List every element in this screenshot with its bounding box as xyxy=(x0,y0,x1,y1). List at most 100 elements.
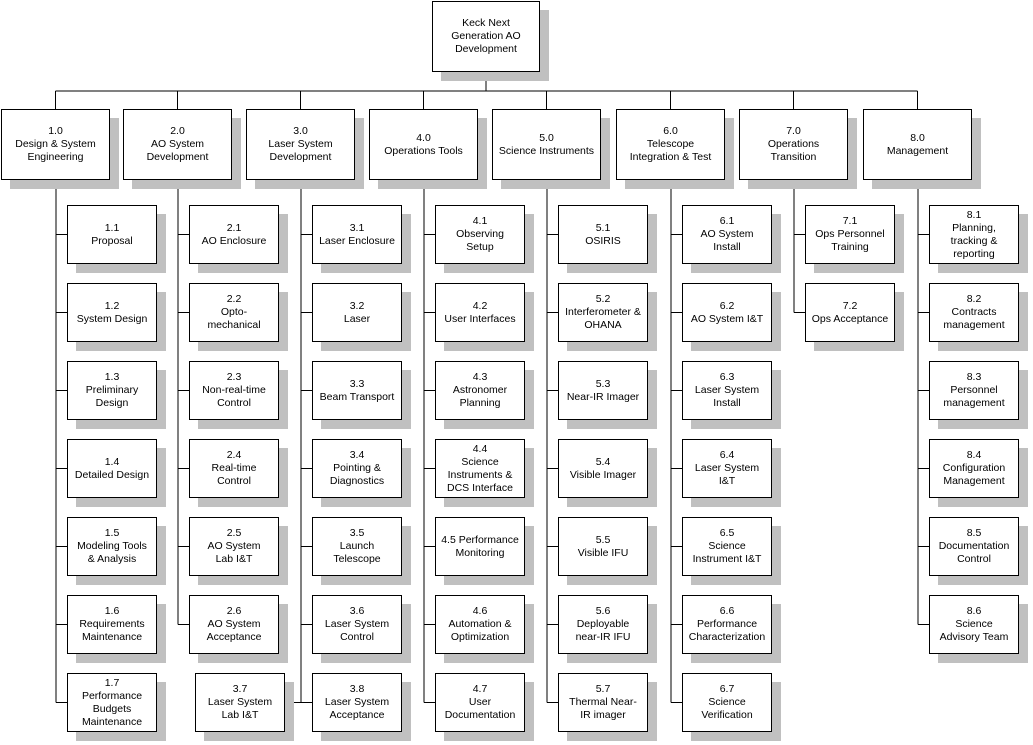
wbs-item-2-4-label: 2.4 Real-time Control xyxy=(189,439,279,498)
wbs-item-4-7-label: 4.7 User Documentation xyxy=(435,673,525,732)
wbs-category-3-label: 3.0 Laser System Development xyxy=(246,109,355,180)
wbs-category-4-label: 4.0 Operations Tools xyxy=(369,109,478,180)
wbs-item-8-5-label: 8.5 Documentation Control xyxy=(929,517,1019,576)
wbs-item-2-6: 2.6 AO System Acceptance xyxy=(189,595,288,663)
wbs-category-3: 3.0 Laser System Development xyxy=(246,109,364,189)
wbs-item-3-1: 3.1 Laser Enclosure xyxy=(312,205,411,273)
wbs-category-8: 8.0 Management xyxy=(863,109,981,189)
wbs-item-4-7: 4.7 User Documentation xyxy=(435,673,534,741)
wbs-item-7-1-label: 7.1 Ops Personnel Training xyxy=(805,205,895,264)
wbs-item-1-3: 1.3 Preliminary Design xyxy=(67,361,166,429)
wbs-item-4-6: 4.6 Automation & Optimization xyxy=(435,595,534,663)
wbs-item-6-6: 6.6 Performance Characterization xyxy=(682,595,781,663)
wbs-item-3-6-label: 3.6 Laser System Control xyxy=(312,595,402,654)
wbs-item-1-7-label: 1.7 Performance Budgets Maintenance xyxy=(67,673,157,732)
wbs-item-5-4: 5.4 Visible Imager xyxy=(558,439,657,507)
wbs-item-4-2: 4.2 User Interfaces xyxy=(435,283,534,351)
wbs-item-1-3-label: 1.3 Preliminary Design xyxy=(67,361,157,420)
wbs-item-3-4-label: 3.4 Pointing & Diagnostics xyxy=(312,439,402,498)
wbs-item-4-3-label: 4.3 Astronomer Planning xyxy=(435,361,525,420)
wbs-item-4-1-label: 4.1 Observing Setup xyxy=(435,205,525,264)
wbs-category-5-label: 5.0 Science Instruments xyxy=(492,109,601,180)
wbs-item-2-2: 2.2 Opto- mechanical xyxy=(189,283,288,351)
wbs-category-5: 5.0 Science Instruments xyxy=(492,109,610,189)
wbs-category-4: 4.0 Operations Tools xyxy=(369,109,487,189)
wbs-item-3-5: 3.5 Launch Telescope xyxy=(312,517,411,585)
wbs-item-1-2: 1.2 System Design xyxy=(67,283,166,351)
wbs-item-3-2-label: 3.2 Laser xyxy=(312,283,402,342)
wbs-item-7-2: 7.2 Ops Acceptance xyxy=(805,283,904,351)
wbs-item-1-4: 1.4 Detailed Design xyxy=(67,439,166,507)
wbs-item-5-3: 5.3 Near-IR Imager xyxy=(558,361,657,429)
wbs-category-2: 2.0 AO System Development xyxy=(123,109,241,189)
wbs-item-8-1-label: 8.1 Planning, tracking & reporting xyxy=(929,205,1019,264)
wbs-item-5-4-label: 5.4 Visible Imager xyxy=(558,439,648,498)
wbs-item-8-6-label: 8.6 Science Advisory Team xyxy=(929,595,1019,654)
wbs-item-5-5-label: 5.5 Visible IFU xyxy=(558,517,648,576)
wbs-item-1-5: 1.5 Modeling Tools & Analysis xyxy=(67,517,166,585)
wbs-item-4-5: 4.5 Performance Monitoring xyxy=(435,517,534,585)
wbs-item-2-3-label: 2.3 Non-real-time Control xyxy=(189,361,279,420)
wbs-item-5-1: 5.1 OSIRIS xyxy=(558,205,657,273)
wbs-item-4-1: 4.1 Observing Setup xyxy=(435,205,534,273)
wbs-item-1-6-label: 1.6 Requirements Maintenance xyxy=(67,595,157,654)
wbs-item-8-4-label: 8.4 Configuration Management xyxy=(929,439,1019,498)
wbs-item-3-8-label: 3.8 Laser System Acceptance xyxy=(312,673,402,732)
wbs-category-8-label: 8.0 Management xyxy=(863,109,972,180)
wbs-item-3-6: 3.6 Laser System Control xyxy=(312,595,411,663)
wbs-item-7-2-label: 7.2 Ops Acceptance xyxy=(805,283,895,342)
wbs-item-6-7-label: 6.7 Science Verification xyxy=(682,673,772,732)
wbs-item-8-2: 8.2 Contracts management xyxy=(929,283,1028,351)
wbs-item-4-4-label: 4.4 Science Instruments & DCS Interface xyxy=(435,439,525,498)
wbs-item-6-1: 6.1 AO System Install xyxy=(682,205,781,273)
wbs-item-6-2: 6.2 AO System I&T xyxy=(682,283,781,351)
wbs-item-1-2-label: 1.2 System Design xyxy=(67,283,157,342)
wbs-item-5-7: 5.7 Thermal Near- IR imager xyxy=(558,673,657,741)
wbs-item-2-1: 2.1 AO Enclosure xyxy=(189,205,288,273)
wbs-item-4-3: 4.3 Astronomer Planning xyxy=(435,361,534,429)
wbs-item-2-5: 2.5 AO System Lab I&T xyxy=(189,517,288,585)
wbs-category-1: 1.0 Design & System Engineering xyxy=(1,109,119,189)
wbs-item-6-3-label: 6.3 Laser System Install xyxy=(682,361,772,420)
wbs-item-5-7-label: 5.7 Thermal Near- IR imager xyxy=(558,673,648,732)
wbs-item-3-2: 3.2 Laser xyxy=(312,283,411,351)
wbs-item-4-6-label: 4.6 Automation & Optimization xyxy=(435,595,525,654)
wbs-item-1-7: 1.7 Performance Budgets Maintenance xyxy=(67,673,166,741)
wbs-item-4-5-label: 4.5 Performance Monitoring xyxy=(435,517,525,576)
wbs-category-6: 6.0 Telescope Integration & Test xyxy=(616,109,734,189)
wbs-item-5-6-label: 5.6 Deployable near-IR IFU xyxy=(558,595,648,654)
wbs-item-4-2-label: 4.2 User Interfaces xyxy=(435,283,525,342)
wbs-root-node: Keck Next Generation AO Development xyxy=(432,1,549,81)
wbs-item-5-5: 5.5 Visible IFU xyxy=(558,517,657,585)
wbs-category-7-label: 7.0 Operations Transition xyxy=(739,109,848,180)
wbs-item-1-5-label: 1.5 Modeling Tools & Analysis xyxy=(67,517,157,576)
wbs-item-5-3-label: 5.3 Near-IR Imager xyxy=(558,361,648,420)
wbs-item-2-6-label: 2.6 AO System Acceptance xyxy=(189,595,279,654)
wbs-item-6-4: 6.4 Laser System I&T xyxy=(682,439,781,507)
wbs-item-2-3: 2.3 Non-real-time Control xyxy=(189,361,288,429)
wbs-item-6-7: 6.7 Science Verification xyxy=(682,673,781,741)
wbs-item-2-2-label: 2.2 Opto- mechanical xyxy=(189,283,279,342)
wbs-item-2-5-label: 2.5 AO System Lab I&T xyxy=(189,517,279,576)
wbs-item-3-1-label: 3.1 Laser Enclosure xyxy=(312,205,402,264)
wbs-item-6-4-label: 6.4 Laser System I&T xyxy=(682,439,772,498)
wbs-item-5-2-label: 5.2 Interferometer & OHANA xyxy=(558,283,648,342)
wbs-item-5-2: 5.2 Interferometer & OHANA xyxy=(558,283,657,351)
wbs-item-2-4: 2.4 Real-time Control xyxy=(189,439,288,507)
wbs-item-3-4: 3.4 Pointing & Diagnostics xyxy=(312,439,411,507)
wbs-item-6-1-label: 6.1 AO System Install xyxy=(682,205,772,264)
wbs-item-1-1: 1.1 Proposal xyxy=(67,205,166,273)
wbs-item-8-4: 8.4 Configuration Management xyxy=(929,439,1028,507)
wbs-item-3-7: 3.7 Laser System Lab I&T xyxy=(195,673,294,741)
wbs-item-6-6-label: 6.6 Performance Characterization xyxy=(682,595,772,654)
wbs-item-8-3: 8.3 Personnel management xyxy=(929,361,1028,429)
wbs-item-8-1: 8.1 Planning, tracking & reporting xyxy=(929,205,1028,273)
wbs-item-5-6: 5.6 Deployable near-IR IFU xyxy=(558,595,657,663)
wbs-item-3-5-label: 3.5 Launch Telescope xyxy=(312,517,402,576)
wbs-item-6-5: 6.5 Science Instrument I&T xyxy=(682,517,781,585)
wbs-item-8-6: 8.6 Science Advisory Team xyxy=(929,595,1028,663)
wbs-category-6-label: 6.0 Telescope Integration & Test xyxy=(616,109,725,180)
wbs-item-8-3-label: 8.3 Personnel management xyxy=(929,361,1019,420)
wbs-item-2-1-label: 2.1 AO Enclosure xyxy=(189,205,279,264)
